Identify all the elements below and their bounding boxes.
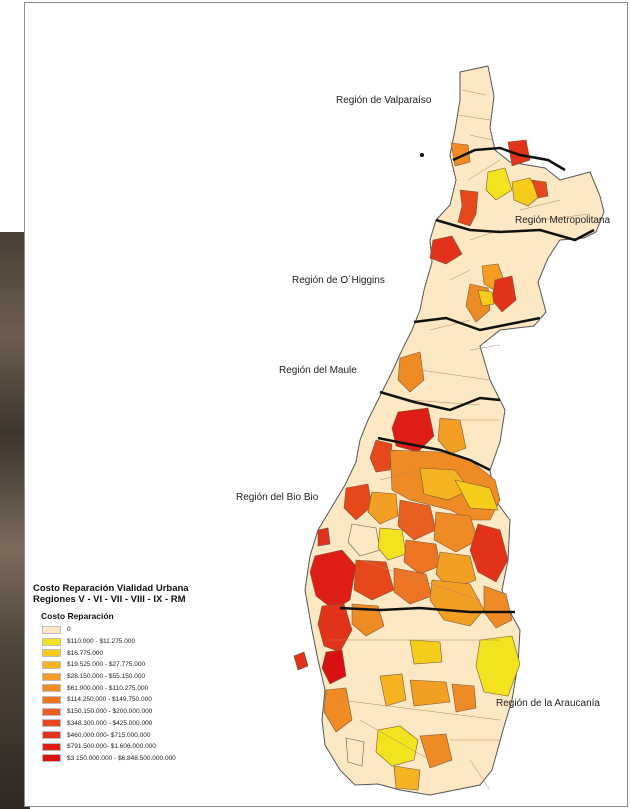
island-dot	[420, 153, 424, 157]
comuna-polygon	[485, 167, 513, 201]
legend-label: $114.250.000 - $149.750.000	[67, 696, 152, 704]
region-label-maule: Región del Maule	[279, 365, 357, 376]
legend-swatch	[42, 742, 61, 751]
legend-subtitle: Regiones V - VI - VII - VIII - IX - RM	[33, 594, 186, 605]
comuna-polygon	[369, 439, 393, 473]
legend-item: $110.000 - $11.275.000	[42, 636, 223, 648]
comuna-polygon	[321, 649, 347, 685]
comuna-polygon	[343, 483, 373, 521]
legend-swatch	[42, 660, 61, 669]
legend-item: $3.150.000.000 - $6.848.500.000.000	[42, 753, 223, 765]
comuna-polygon	[345, 737, 365, 767]
legend-swatch	[42, 754, 61, 763]
comuna-polygon	[409, 679, 451, 707]
legend-item: $348.300.000 - $425.000.000	[42, 718, 223, 730]
legend-label: $791.500.000- $1.606.000.000	[67, 743, 156, 751]
comuna-polygon	[351, 603, 385, 637]
legend-swatch	[42, 672, 61, 681]
comuna-polygon	[437, 417, 467, 455]
comuna-polygon	[347, 523, 381, 557]
legend-label: $19.525.000 - $27.775.000	[67, 661, 146, 669]
legend-swatch	[42, 649, 61, 658]
comuna-polygon	[429, 579, 485, 627]
legend-item: $460.000.000- $715.000.000	[42, 729, 223, 741]
legend: Costo Reparación Vialidad Urbana Regione…	[33, 583, 223, 805]
legend-swatch	[42, 731, 61, 740]
legend-label: $348.300.000 - $425.000.000	[67, 719, 153, 727]
legend-swatch	[42, 695, 61, 704]
legend-label: $28.150.000 - $55.150.000	[67, 673, 146, 681]
comuna-polygon	[507, 139, 531, 167]
comuna-polygon	[483, 585, 513, 629]
comuna-polygon	[377, 527, 407, 561]
legend-field-name: Costo Reparación	[41, 611, 114, 621]
comuna-polygon	[477, 289, 495, 307]
comuna-polygon	[375, 725, 419, 767]
comuna-polygon	[433, 511, 479, 553]
comuna-polygon	[367, 491, 399, 525]
comuna-polygon	[403, 539, 441, 575]
legend-label: $110.000 - $11.275.000	[67, 638, 136, 646]
legend-label: $16.775.000	[67, 649, 104, 657]
island	[293, 651, 309, 671]
comuna-polygon	[511, 177, 541, 207]
regional-boundaries	[339, 146, 595, 614]
region-label-valparaiso: Región de Valparaíso	[336, 95, 432, 106]
legend-label: $3.150.000.000 - $6.848.500.000.000	[67, 754, 176, 762]
comuna-polygon	[397, 351, 425, 393]
comuna-polygon	[353, 559, 395, 601]
legend-item: $28.150.000 - $55.150.000	[42, 671, 223, 683]
legend-rows: 0 $110.000 - $11.275.000 $16.775.000 $19.52…	[33, 624, 223, 764]
region-label-araucania: Región de la Araucanía	[496, 698, 600, 709]
comuna-polygon	[379, 673, 407, 707]
legend-label: $150.150.000 - $200.000.000	[67, 708, 153, 716]
comuna-polygon	[454, 479, 499, 511]
legend-label: $460.000.000- $715.000.000	[67, 731, 151, 739]
legend-swatch	[42, 625, 61, 634]
comuna-polygon	[409, 639, 443, 665]
legend-swatch	[42, 707, 61, 716]
legend-item: $19.525.000 - $27.775.000	[42, 659, 223, 671]
comuna-polygon	[469, 523, 509, 583]
legend-item: $61.000.000 - $110.275.000	[42, 682, 223, 694]
comuna-polygon	[451, 683, 477, 713]
legend-label: $61.000.000 - $110.275.000	[67, 684, 149, 692]
legend-item: $150.150.000 - $200.000.000	[42, 706, 223, 718]
comuna-boundaries	[330, 89, 591, 791]
legend-title: Costo Reparación Vialidad Urbana	[33, 583, 189, 594]
comuna-polygon	[393, 765, 421, 791]
comuna-polygon	[429, 235, 463, 265]
comuna-polygon	[457, 189, 479, 227]
region-label-ohiggins: Región de O´Higgins	[292, 275, 385, 286]
legend-swatch	[42, 637, 61, 646]
comuna-polygon	[531, 179, 549, 199]
comuna-polygon	[393, 567, 433, 605]
legend-item: $114.250.000 - $149.750.000	[42, 694, 223, 706]
region-label-metropolitana: Región Metropolitana	[515, 215, 611, 226]
legend-item: 0	[42, 624, 223, 636]
comuna-polygon	[419, 733, 453, 769]
legend-swatch	[42, 684, 61, 693]
legend-item: $791.500.000- $1.606.000.000	[42, 741, 223, 753]
legend-label: 0	[67, 626, 71, 634]
region-label-biobio: Región del Bio Bio	[236, 492, 319, 503]
comuna-polygon	[475, 635, 521, 697]
legend-item: $16.775.000	[42, 647, 223, 659]
legend-swatch	[42, 719, 61, 728]
comuna-polygon	[323, 687, 353, 733]
island	[317, 527, 331, 547]
comuna-polygon	[397, 499, 437, 541]
comuna-polygon	[419, 467, 471, 501]
